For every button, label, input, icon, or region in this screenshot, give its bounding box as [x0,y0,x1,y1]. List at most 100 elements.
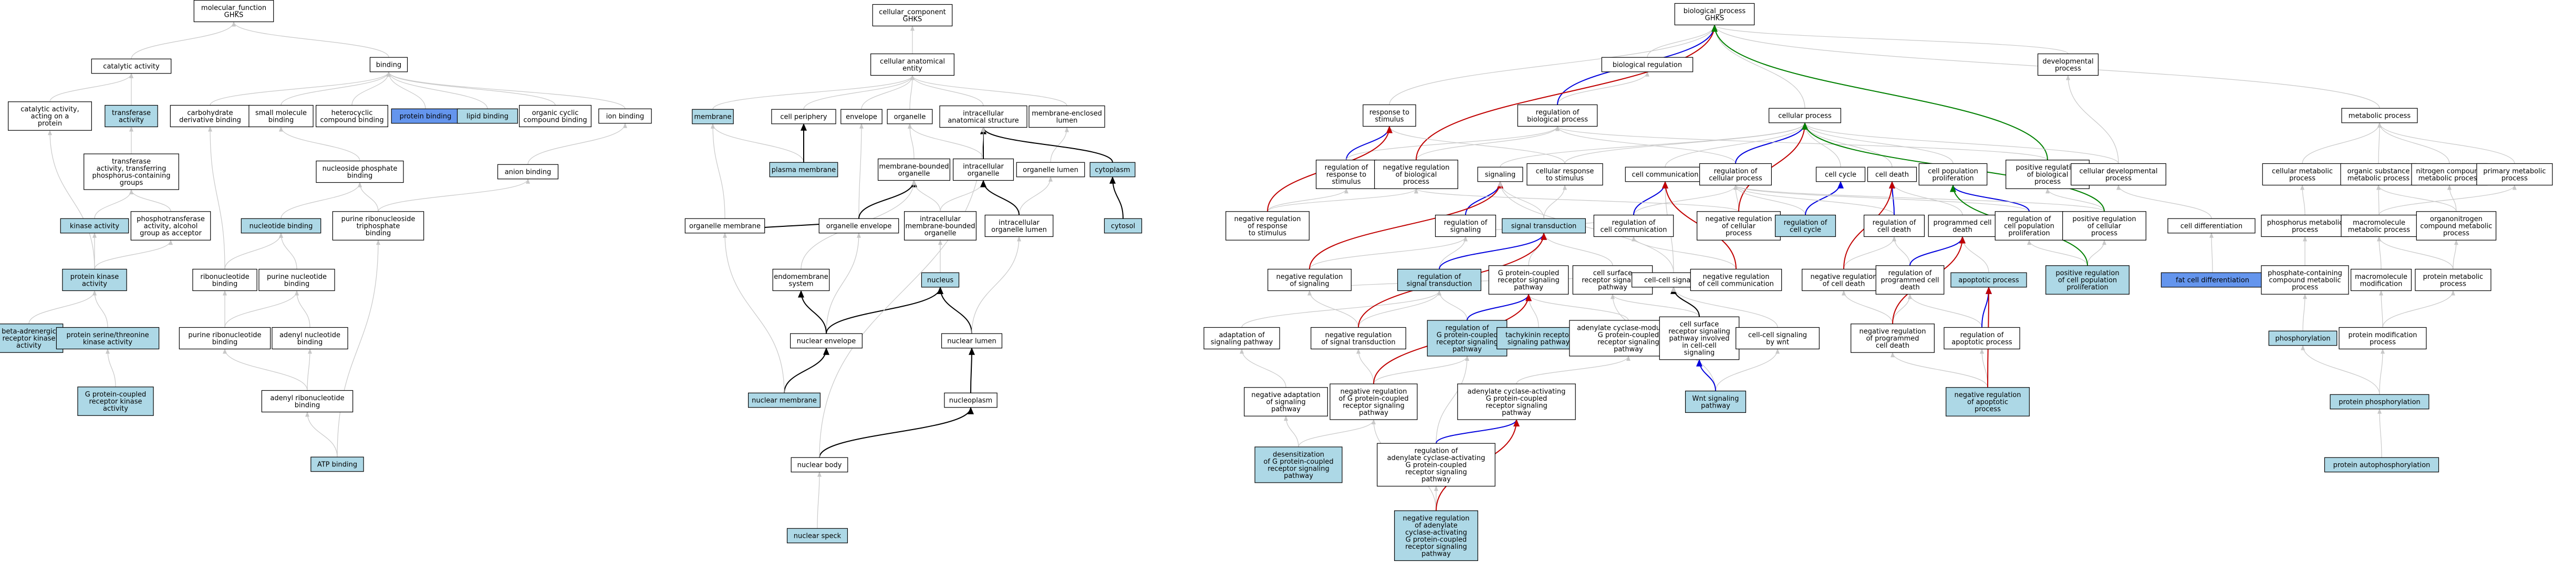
node-fat-cell-diff[interactable]: fat cell differentiation [2160,272,2265,288]
node-signaling[interactable]: signaling [1477,166,1523,182]
node-bio-reg[interactable]: biological regulation [1601,57,1694,72]
node-organelle-envelope[interactable]: organelle envelope [818,218,899,234]
node-nuclear-speck[interactable]: nuclear speck [786,528,848,544]
node-cell-diff[interactable]: cell differentiation [2167,218,2256,234]
node-nuclear-membrane[interactable]: nuclear membrane [747,392,820,408]
node-protein-phos[interactable]: protein phosphorylation [2330,394,2429,410]
node-nucleotide-binding[interactable]: nucleotide binding [241,218,321,234]
node-protein-binding[interactable]: protein binding [391,108,460,124]
node-nuclear-body[interactable]: nuclear body [791,457,848,473]
node-cytosol[interactable]: cytosol [1104,218,1142,234]
node-binding[interactable]: binding [369,57,408,72]
node-nucleus[interactable]: nucleus [921,272,960,288]
node-organelle-membrane[interactable]: organelle membrane [684,218,765,234]
node-membrane[interactable]: membrane [692,109,734,124]
node-cell-comm[interactable]: cell communication [1625,166,1706,182]
node-cytoplasm[interactable]: cytoplasm [1089,162,1136,178]
node-anion-binding[interactable]: anion binding [497,164,559,180]
node-cellular-process[interactable]: cellular process [1769,108,1842,123]
node-catalytic[interactable]: catalytic activity [91,58,172,74]
node-nucleoplasm[interactable]: nucleoplasm [944,392,998,408]
node-signal-transduction[interactable]: signal transduction [1502,218,1586,234]
node-ion-binding[interactable]: ion binding [598,108,652,124]
node-lipid-binding[interactable]: lipid binding [456,108,518,124]
node-plasma-membrane[interactable]: plasma membrane [769,162,838,178]
node-kinase[interactable]: kinase activity [60,218,129,234]
node-cell-periphery[interactable]: cell periphery [771,109,836,124]
node-nuclear-envelope[interactable]: nuclear envelope [790,333,863,349]
node-atp-binding[interactable]: ATP binding [310,456,364,472]
node-apoptotic[interactable]: apoptotic process [1950,272,2027,288]
node-nuclear-lumen[interactable]: nuclear lumen [941,333,1003,349]
node-envelope[interactable]: envelope [840,109,882,124]
node-cell-cycle[interactable]: cell cycle [1815,166,1866,182]
node-phosphorylation[interactable]: phosphorylation [2268,330,2338,346]
